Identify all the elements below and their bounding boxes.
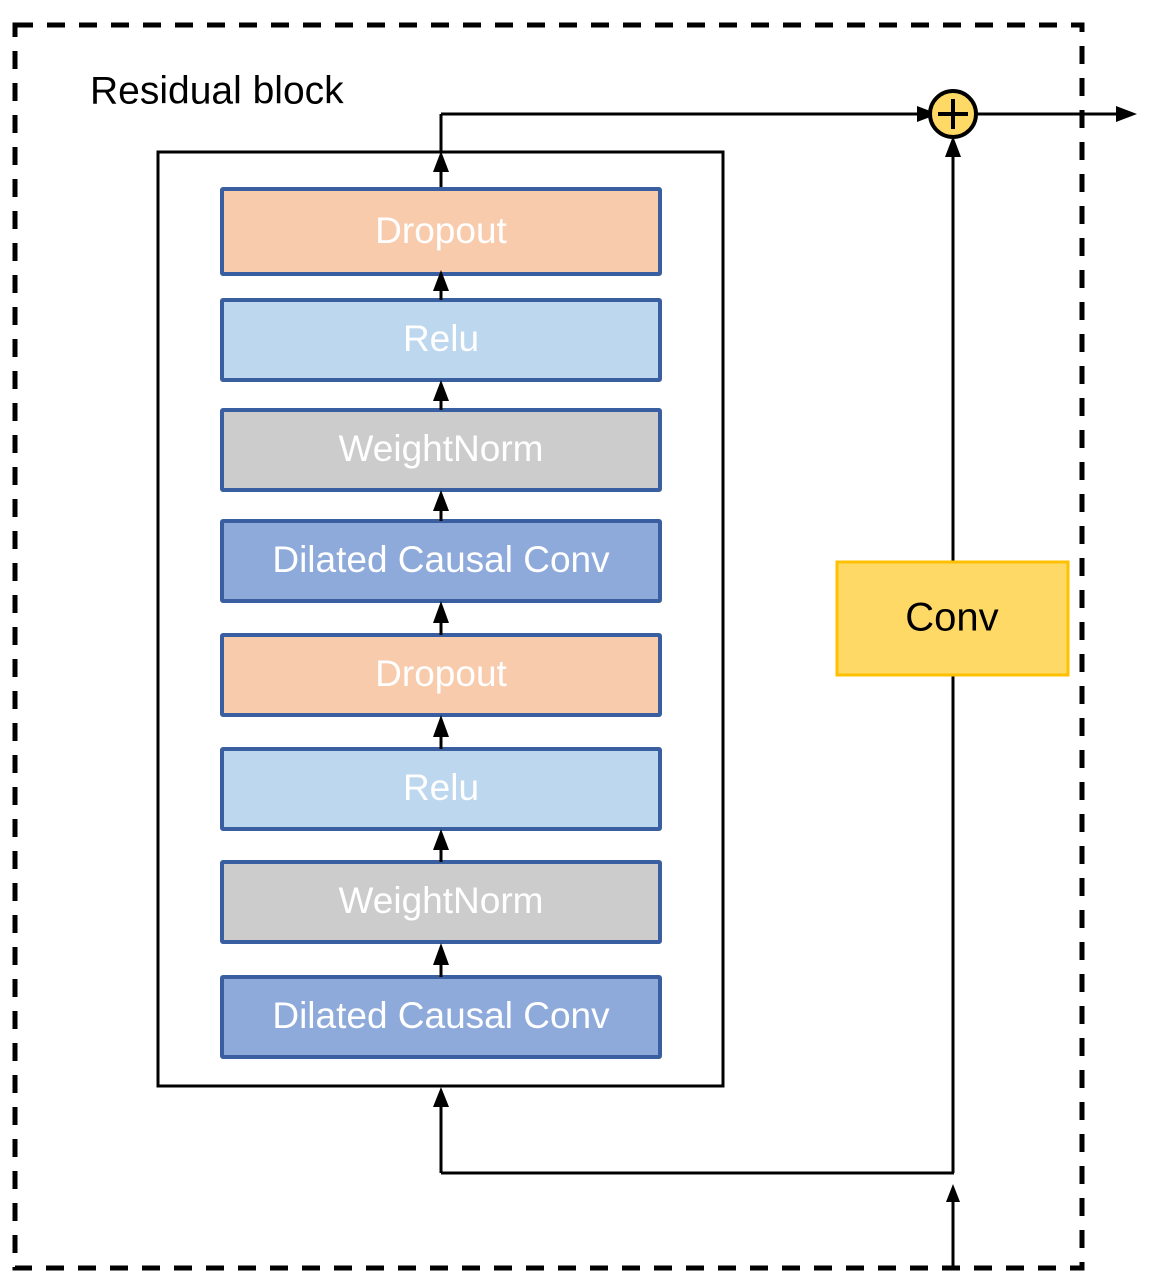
stack-input-wire: [433, 1087, 449, 1173]
layer-block-label: Relu: [403, 318, 479, 359]
layer-block-label: Dilated Causal Conv: [272, 539, 610, 580]
stack-internal-arrows: [433, 270, 449, 977]
input-wire: [946, 1184, 960, 1268]
conv-block-rect[interactable]: [835, 560, 1070, 677]
layer-stack: Dropout Relu WeightNorm Dilated Causal C…: [220, 187, 662, 1059]
arrow-between-blocks: [433, 490, 449, 521]
stack-output-wire: [433, 106, 938, 189]
layer-block-7[interactable]: Dilated Causal Conv: [220, 975, 662, 1059]
layer-block-0[interactable]: Dropout: [220, 187, 662, 276]
layer-block-3[interactable]: Dilated Causal Conv: [220, 519, 662, 603]
layer-block-label: WeightNorm: [339, 428, 544, 469]
layer-block-label: Relu: [403, 767, 479, 808]
arrow-between-blocks: [433, 829, 449, 862]
layer-block-6[interactable]: WeightNorm: [220, 860, 662, 944]
layer-block-label: WeightNorm: [339, 880, 544, 921]
arrow-between-blocks: [433, 270, 449, 300]
conv-block[interactable]: Conv: [835, 560, 1070, 677]
layer-block-1[interactable]: Relu: [220, 298, 662, 382]
layer-block-label: Dilated Causal Conv: [272, 995, 610, 1036]
layer-block-4[interactable]: Dropout: [220, 633, 662, 717]
arrow-between-blocks: [433, 715, 449, 749]
arrow-between-blocks: [433, 380, 449, 410]
page-title: Residual block: [90, 69, 344, 112]
layer-block-5[interactable]: Relu: [220, 747, 662, 831]
layer-block-label: Dropout: [375, 653, 507, 694]
arrow-between-blocks: [433, 943, 449, 977]
conv-block-label: Conv: [905, 596, 998, 640]
layer-block-label: Dropout: [375, 210, 507, 251]
layer-block-2[interactable]: WeightNorm: [220, 408, 662, 492]
output-wire: [975, 106, 1137, 122]
addition-node[interactable]: [928, 89, 978, 139]
arrow-between-blocks: [433, 601, 449, 635]
